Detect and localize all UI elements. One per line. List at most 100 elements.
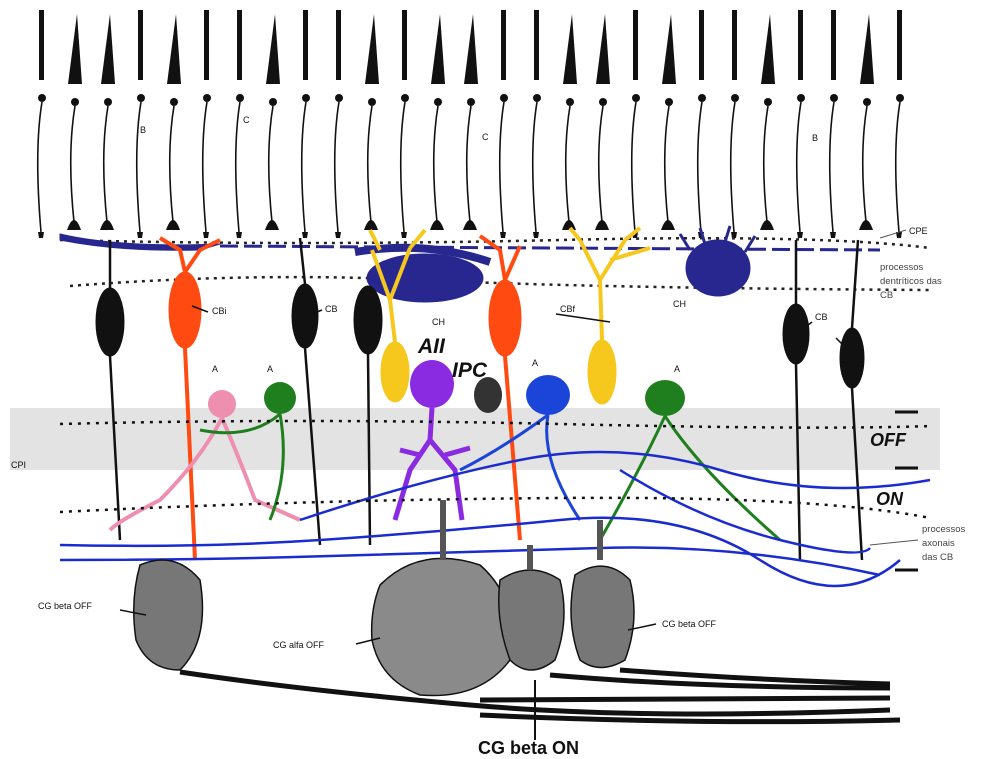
rod-nucleus [896, 94, 904, 102]
cone-outer-segment [563, 14, 577, 84]
cone-outer-segment [761, 14, 775, 84]
cone-nucleus [434, 98, 442, 106]
cone-fiber [170, 106, 174, 222]
rod-outer-segment [732, 10, 737, 80]
rod-spherule [236, 232, 242, 238]
horizontal-cells [60, 226, 755, 302]
rod-outer-segment [336, 10, 341, 80]
cone-pedicle [430, 220, 444, 230]
rod-fiber [698, 102, 702, 232]
rod-fiber [533, 102, 537, 232]
cone-outer-segment [68, 14, 82, 84]
cone-fiber [467, 106, 471, 222]
cone-nucleus [764, 98, 772, 106]
cone-fiber [599, 106, 603, 222]
cone-fiber [368, 106, 372, 222]
rod-nucleus [335, 94, 343, 102]
cone-nucleus [269, 98, 277, 106]
rod-spherule [401, 232, 407, 238]
rod-nucleus [632, 94, 640, 102]
dendritic-processes-line-2: dentríticos das [880, 276, 942, 287]
rod-fiber [632, 102, 636, 232]
rod-nucleus [203, 94, 211, 102]
rod-fiber [500, 102, 504, 232]
rod-fiber [731, 102, 735, 232]
rod-spherule [137, 232, 143, 238]
cone-outer-segment [167, 14, 181, 84]
rod-spherule [830, 232, 836, 238]
rod-fiber [896, 102, 900, 232]
cpi-label: CPI [11, 460, 26, 470]
cone-nucleus [566, 98, 574, 106]
rod-nucleus [38, 94, 46, 102]
rod-label-right: B [812, 133, 818, 143]
rod-nucleus [797, 94, 805, 102]
cg-alfa-off-label: CG alfa OFF [273, 640, 325, 650]
cone-outer-segment [266, 14, 280, 84]
cone-nucleus [71, 98, 79, 106]
cone-pedicle [562, 220, 576, 230]
rod-fiber [302, 102, 306, 232]
off-label: OFF [870, 430, 907, 450]
rod-nucleus [302, 94, 310, 102]
cone-pedicle [595, 220, 609, 230]
cbi-label: CBi [212, 306, 227, 316]
cpe-leader-line [880, 230, 906, 238]
cone-fiber [566, 106, 570, 222]
cone-nucleus [170, 98, 178, 106]
on-label: ON [876, 489, 904, 509]
rod-label-left: B [140, 125, 146, 135]
cb-left-label: CB [325, 304, 338, 314]
cone-pedicle [364, 220, 378, 230]
photoreceptor-labels: B C C B [140, 115, 818, 143]
axonal-processes-line-3: das CB [922, 552, 953, 563]
cone-outer-segment [860, 14, 874, 84]
cone-nucleus [863, 98, 871, 106]
ch-center-label: CH [432, 317, 445, 327]
rod-outer-segment [204, 10, 209, 80]
rod-outer-segment [39, 10, 44, 80]
amacrine-green-label: A [267, 364, 273, 374]
rod-fiber [335, 102, 339, 232]
cone-nucleus [599, 98, 607, 106]
cone-fiber [269, 106, 273, 222]
ganglion-axons [180, 670, 900, 722]
rod-outer-segment [237, 10, 242, 80]
rod-spherule [500, 232, 506, 238]
cone-pedicle [265, 220, 279, 230]
cone-outer-segment [365, 14, 379, 84]
amacrine-pink-label: A [212, 364, 218, 374]
cbf-label: CBf [560, 304, 576, 314]
rod-fiber [830, 102, 834, 232]
cone-nucleus [368, 98, 376, 106]
cone-pedicle [67, 220, 81, 230]
cone-fiber [665, 106, 669, 222]
axonal-processes-leader [870, 540, 918, 545]
cone-pedicle [760, 220, 774, 230]
amacrine-blue-label: A [532, 358, 538, 368]
rod-outer-segment [501, 10, 506, 80]
rod-nucleus [698, 94, 706, 102]
rod-fiber [236, 102, 240, 232]
rod-nucleus [830, 94, 838, 102]
cone-fiber [434, 106, 438, 222]
rod-spherule [302, 232, 308, 238]
rod-nucleus [236, 94, 244, 102]
cone-outer-segment [662, 14, 676, 84]
rod-outer-segment [699, 10, 704, 80]
rod-spherule [797, 232, 803, 238]
cone-nucleus [665, 98, 673, 106]
cone-label-center: C [482, 132, 489, 142]
ganglion-cells [134, 500, 634, 696]
cone-outer-segment [101, 14, 115, 84]
ipc-label: IPC [452, 359, 488, 382]
rod-outer-segment [402, 10, 407, 80]
rod-spherule [533, 232, 539, 238]
rod-fiber [137, 102, 141, 232]
cpe-label: CPE [909, 226, 928, 236]
rod-spherule [38, 232, 44, 238]
rod-fiber [401, 102, 405, 232]
cone-pedicle [661, 220, 675, 230]
